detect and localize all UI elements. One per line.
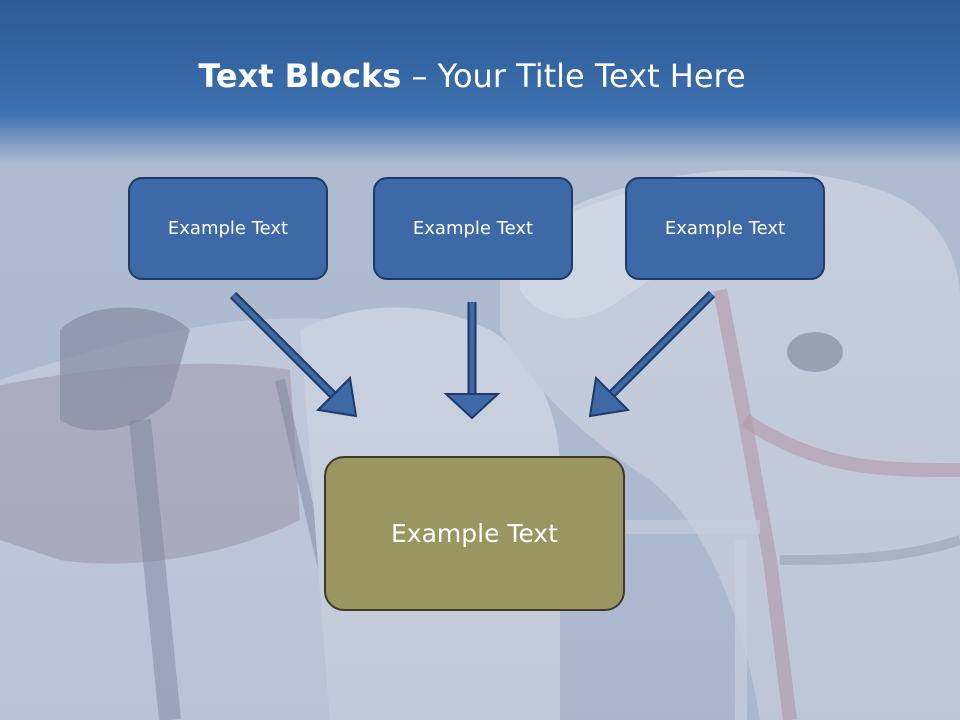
slide-title: Text Blocks – Your Title Text Here xyxy=(0,54,944,98)
text-block-top-right-label: Example Text xyxy=(664,218,786,239)
header-band xyxy=(0,0,960,165)
title-rest: – Your Title Text Here xyxy=(401,57,746,95)
arrow-down-icon xyxy=(443,302,501,420)
arrow-down-left-icon xyxy=(588,290,716,418)
title-bold: Text Blocks xyxy=(198,57,402,95)
text-block-top-left[interactable]: Example Text xyxy=(128,177,328,280)
arrow-down-right-icon xyxy=(229,291,358,418)
text-block-top-center[interactable]: Example Text xyxy=(373,177,573,280)
text-block-top-center-label: Example Text xyxy=(412,218,534,239)
text-block-top-right[interactable]: Example Text xyxy=(625,177,825,280)
text-block-bottom-label: Example Text xyxy=(391,519,558,548)
text-block-top-left-label: Example Text xyxy=(167,218,289,239)
text-block-bottom[interactable]: Example Text xyxy=(324,456,625,611)
